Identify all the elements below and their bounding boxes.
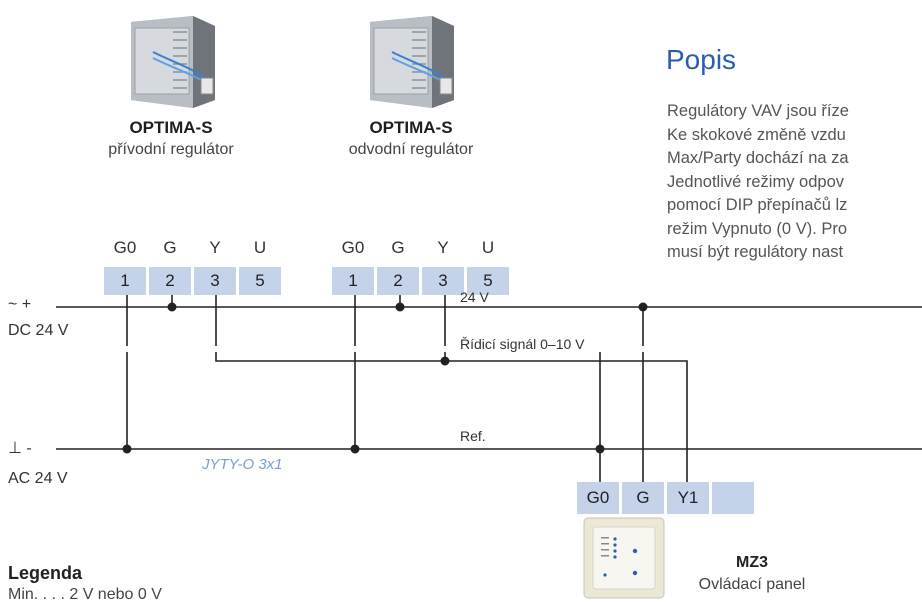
supply-regulator-name: OPTIMA-S [129, 118, 213, 137]
plus-symbol: ~ + [8, 296, 32, 313]
signal-label: Řídicí signál 0–10 V [460, 336, 585, 352]
supply-terminal-3: 3 [194, 267, 236, 295]
supply-pin-g0: G0 [113, 238, 137, 257]
supply-24v-label: 24 V [460, 289, 489, 305]
legend-row: Min. . . . 2 V nebo 0 V [8, 586, 162, 603]
junction-panel-g0 [595, 444, 605, 454]
legend-title: Legenda [8, 563, 83, 583]
junction-exhaust-g0 [350, 444, 360, 454]
exhaust-terminal-5: 5 [467, 267, 509, 295]
description-line: Jednotlivé režimy odpov [667, 172, 845, 191]
panel-name: MZ3 [736, 554, 768, 571]
exhaust-terminal-2: 2 [377, 267, 419, 295]
description-line: Ke skokové změně vzdu [667, 125, 846, 144]
exhaust-pin-g0: G0 [341, 238, 365, 257]
exhaust-regulator-subtitle: odvodní regulátor [348, 141, 474, 158]
ref-label: Ref. [460, 428, 486, 444]
description-line: Regulátory VAV jsou říze [667, 102, 849, 120]
exhaust-terminal-3: 3 [422, 267, 464, 295]
junction-supply-g [167, 302, 177, 312]
description-paragraph: Regulátory VAV jsou říze Ke skokové změn… [667, 100, 922, 265]
panel-terminal-g: G [622, 482, 664, 514]
control-panel-image [583, 517, 665, 599]
description-line: pomocí DIP přepínačů lz [667, 196, 848, 214]
exhaust-regulator-name: OPTIMA-S [369, 118, 453, 137]
supply-terminal-1: 1 [104, 267, 146, 295]
supply-terminal-2: 2 [149, 267, 191, 295]
junction-exhaust-y [440, 356, 450, 366]
supply-regulator-subtitle: přívodní regulátor [108, 141, 234, 158]
panel-terminal-empty [712, 482, 754, 514]
junction-supply-g0 [122, 444, 132, 454]
panel-terminal-g0: G0 [577, 482, 619, 514]
exhaust-pin-u: U [481, 238, 495, 257]
cable-type-label: JYTY-O 3x1 [202, 456, 283, 473]
supply-pin-g: G [163, 238, 177, 257]
exhaust-terminal-1: 1 [332, 267, 374, 295]
ac-voltage-label: AC 24 V [8, 470, 68, 487]
supply-pin-u: U [253, 238, 267, 257]
minus-symbol: ⊥ - [8, 440, 32, 457]
supply-regulator-image [131, 16, 215, 108]
description-heading: Popis [666, 44, 737, 75]
supply-pin-y: Y [209, 238, 221, 257]
junction-exhaust-g [395, 302, 405, 312]
description-line: Max/Party dochází na za [667, 149, 849, 167]
dc-voltage-label: DC 24 V [8, 322, 69, 339]
exhaust-pin-g: G [391, 238, 405, 257]
panel-subtitle: Ovládací panel [698, 576, 806, 593]
junction-panel-g [638, 302, 648, 312]
exhaust-pin-y: Y [437, 238, 449, 257]
exhaust-regulator-image [370, 16, 454, 108]
supply-terminal-5: 5 [239, 267, 281, 295]
panel-terminal-y1: Y1 [667, 482, 709, 514]
signal-line [215, 295, 688, 486]
description-line: režim Vypnuto (0 V). Pro [667, 219, 848, 238]
description-line: musí být regulátory nast [667, 243, 844, 261]
